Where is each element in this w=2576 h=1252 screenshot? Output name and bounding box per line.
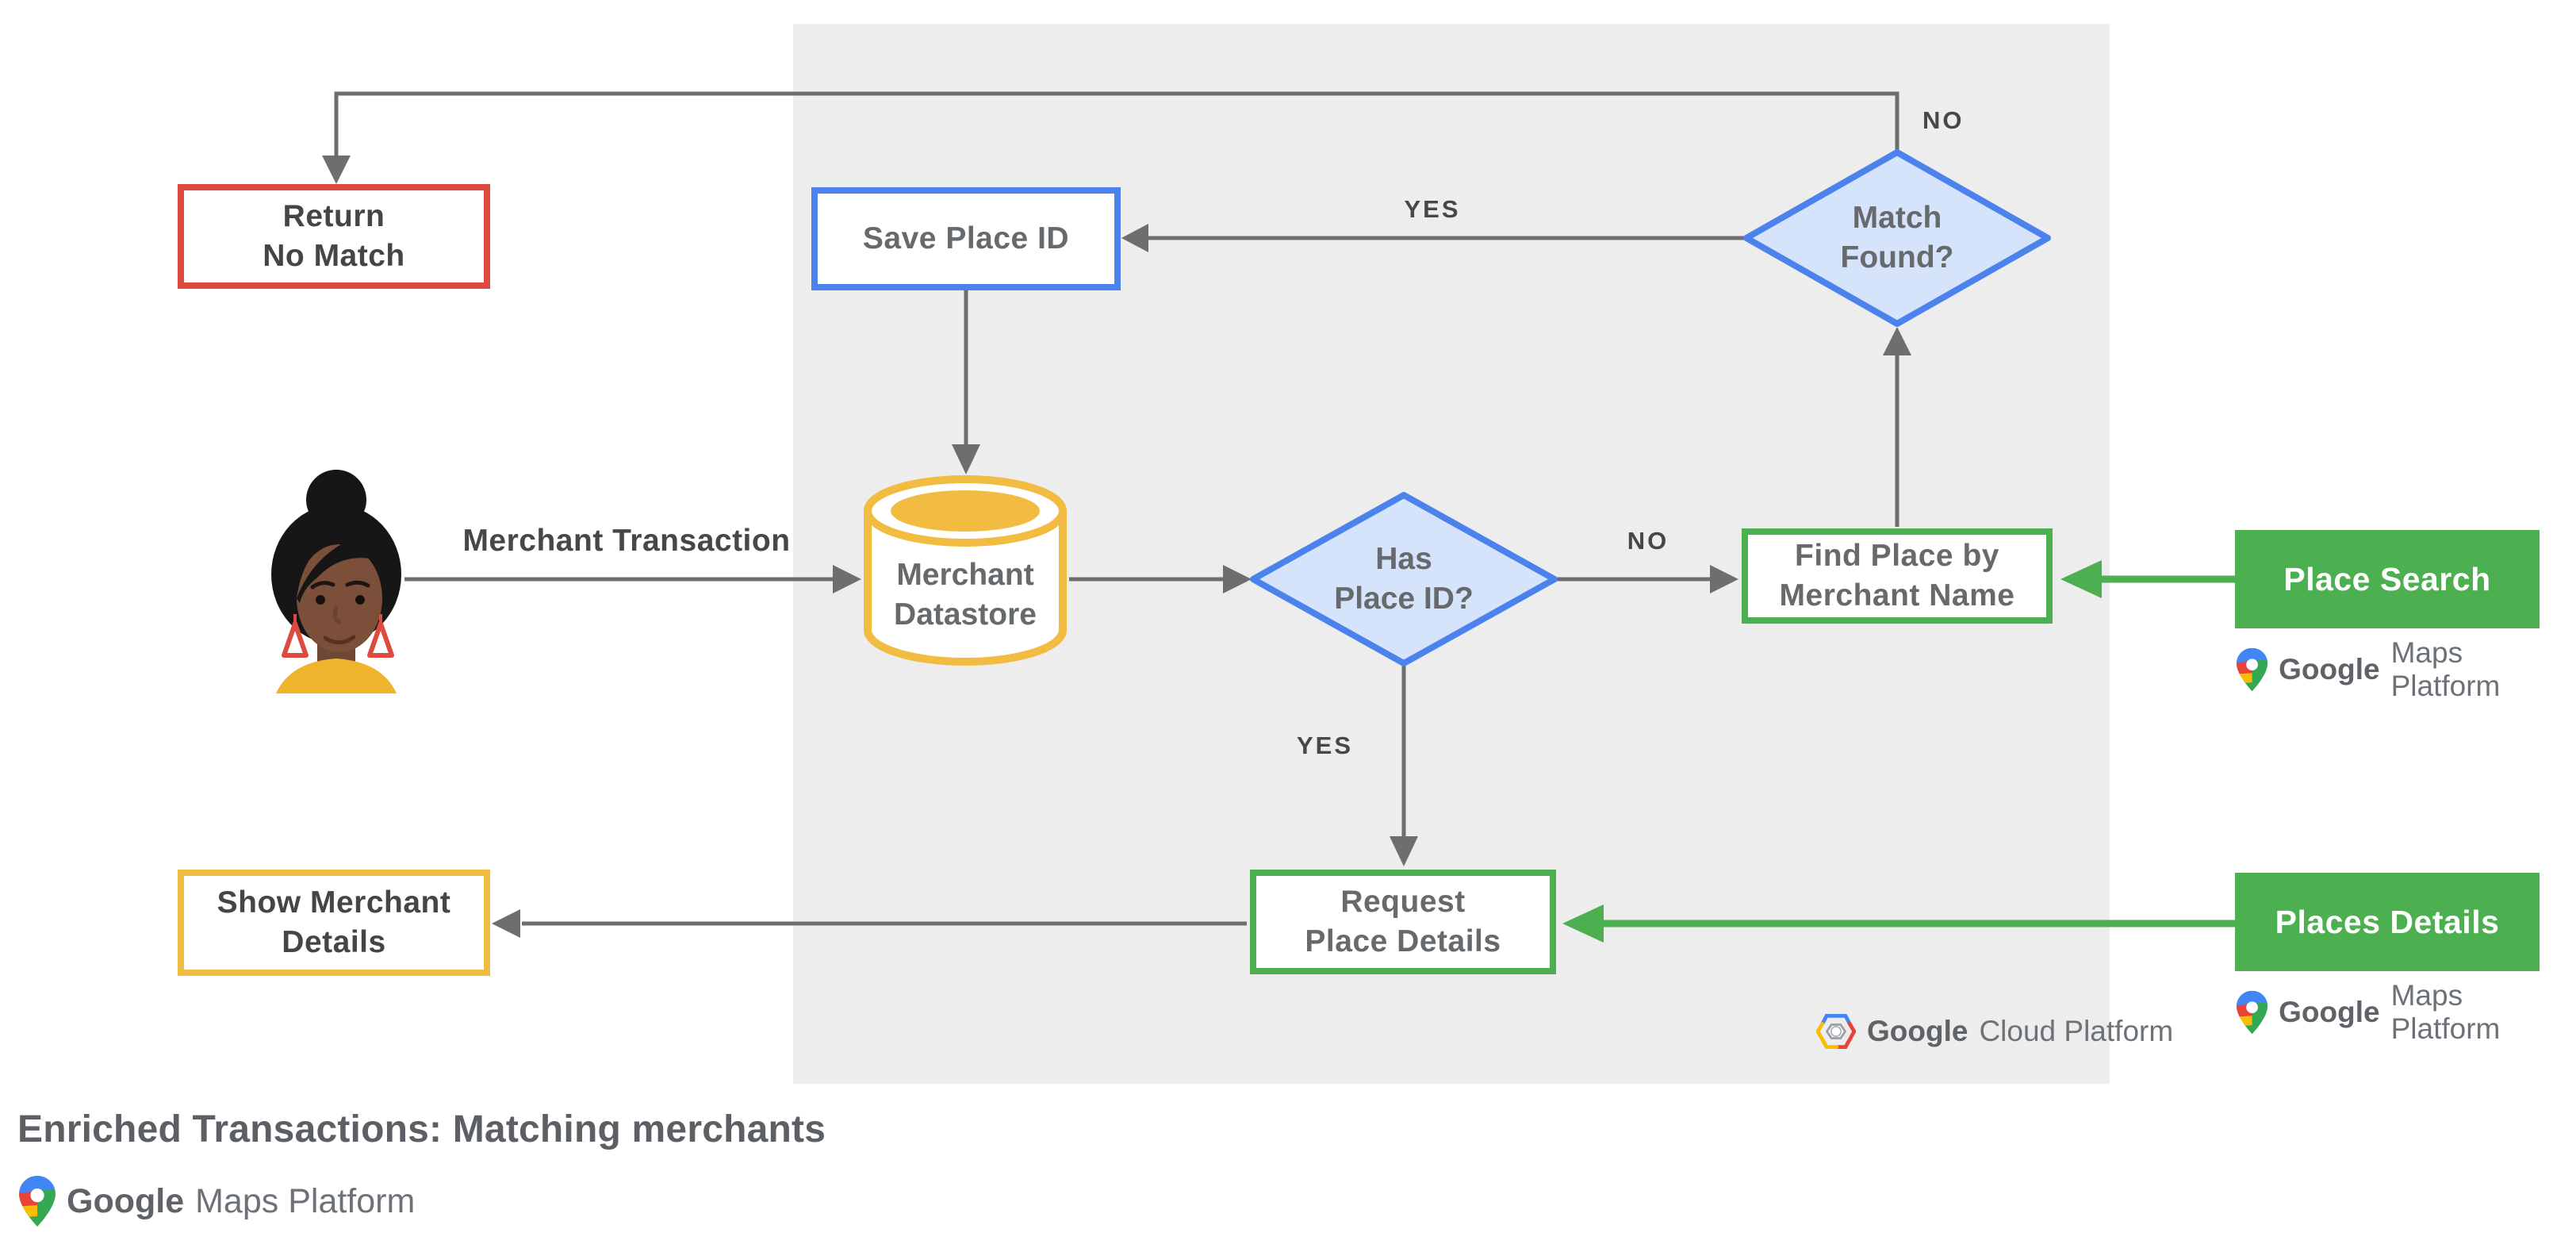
node-save-place-id: Save Place ID — [811, 187, 1121, 290]
logo-suffix-text: Cloud Platform — [1979, 1015, 2174, 1047]
node-find-place-by-merchant-name: Find Place by Merchant Name — [1742, 528, 2053, 624]
merchant-user-avatar — [271, 470, 401, 693]
gmp-logo-place-search: Google Maps Platform — [2237, 636, 2576, 703]
edge-label-no-mid: NO — [1627, 527, 1669, 555]
logo-brand-text: Google — [1867, 1015, 1968, 1047]
logo-suffix-text: Maps Platform — [2390, 636, 2501, 702]
edge-label-yes-mid: YES — [1296, 732, 1353, 759]
edge-label-yes-top: YES — [1404, 195, 1461, 223]
logo-brand-text: Google — [2279, 653, 2380, 686]
node-label: Return — [282, 199, 385, 233]
node-label: Details — [282, 925, 386, 959]
gcp-logo: Google Cloud Platform — [1816, 1014, 2173, 1049]
node-request-place-details: Request Place Details — [1250, 870, 1556, 974]
diagram-title: Enriched Transactions: Matching merchant… — [17, 1108, 826, 1150]
node-return-no-match: Return No Match — [178, 184, 490, 289]
logo-suffix-text: Maps Platform — [2390, 979, 2501, 1045]
google-maps-pin-icon — [2237, 990, 2268, 1035]
logo-brand-text: Google — [2279, 996, 2380, 1028]
arrowhead-show-box — [492, 909, 520, 938]
avatar-shirt — [276, 659, 397, 693]
node-label: Find Place by — [1795, 539, 1999, 573]
google-cloud-hexagon-icon — [1816, 1014, 1856, 1049]
api-label: Places Details — [2275, 903, 2500, 940]
node-label: Merchant Name — [1779, 578, 2015, 613]
logo-brand-text: Google — [67, 1181, 185, 1220]
api-label: Place Search — [2283, 560, 2491, 597]
edge-label-no-top: NO — [1922, 106, 1965, 134]
node-label: Show Merchant — [217, 885, 451, 920]
gmp-logo-places-details: Google Maps Platform — [2237, 979, 2576, 1046]
api-box-places-details: Places Details — [2235, 873, 2540, 971]
gmp-logo-footer: Google Maps Platform — [19, 1176, 415, 1227]
api-box-place-search: Place Search — [2235, 530, 2540, 628]
node-label: Save Place ID — [862, 221, 1070, 255]
arrowhead-return — [322, 156, 351, 184]
node-show-merchant-details: Show Merchant Details — [178, 870, 490, 976]
node-label: Place Details — [1305, 924, 1501, 958]
merchant-transaction-label: Merchant Transaction — [462, 524, 791, 558]
node-label: Request — [1340, 885, 1466, 919]
google-maps-pin-icon — [19, 1176, 56, 1227]
logo-suffix-text: Maps Platform — [195, 1181, 416, 1220]
google-maps-pin-icon — [2237, 647, 2268, 692]
node-label: No Match — [263, 239, 405, 273]
